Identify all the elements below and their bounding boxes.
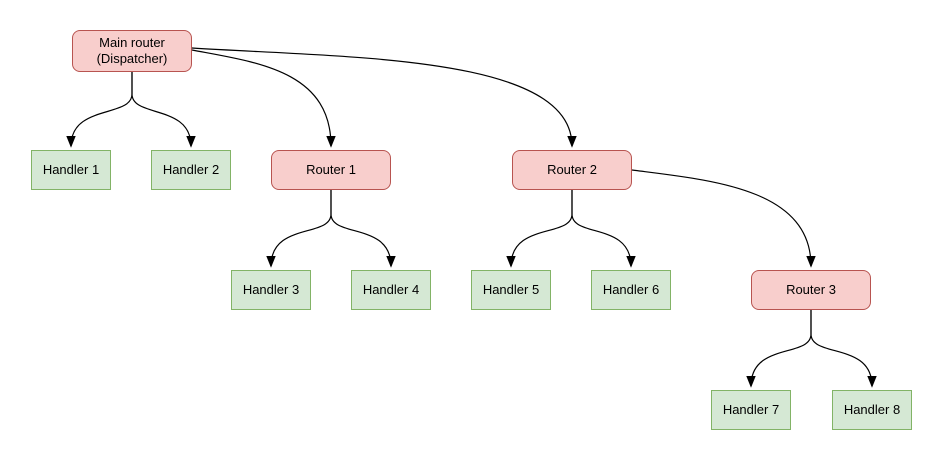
node-router-1: Router 1 [271,150,391,190]
edge-router-3-to-handler-8 [810,310,877,388]
node-handler-7: Handler 7 [711,390,791,430]
edge-router-2-to-router-3 [631,169,816,268]
handler-6-label: Handler 6 [602,281,660,297]
node-handler-3: Handler 3 [231,270,311,310]
handler-4-label: Handler 4 [362,281,420,297]
node-handler-4: Handler 4 [351,270,431,310]
edge-router-2-to-handler-5 [506,190,573,268]
edge-main-router-to-router-1 [191,49,336,148]
router-3-label: Router 3 [786,281,836,297]
edge-main-router-to-router-2 [191,47,577,148]
node-handler-8: Handler 8 [832,390,912,430]
edge-main-router-to-handler-2 [131,72,196,148]
edge-router-2-to-handler-6 [571,190,636,268]
node-router-3: Router 3 [751,270,871,310]
node-handler-6: Handler 6 [591,270,671,310]
edge-router-3-to-handler-7 [746,310,812,388]
node-router-2: Router 2 [512,150,632,190]
handler-1-label: Handler 1 [42,161,100,177]
node-handler-2: Handler 2 [151,150,231,190]
handler-5-label: Handler 5 [482,281,540,297]
node-handler-1: Handler 1 [31,150,111,190]
edge-main-router-to-handler-1 [66,72,133,148]
handler-8-label: Handler 8 [843,401,901,417]
handler-2-label: Handler 2 [162,161,220,177]
edge-router-1-to-handler-4 [330,190,396,268]
handler-3-label: Handler 3 [242,281,300,297]
main-router-label-line1: Main router [99,34,165,50]
router-1-label: Router 1 [306,161,356,177]
node-main-router: Main router (Dispatcher) [72,30,192,72]
node-handler-5: Handler 5 [471,270,551,310]
main-router-label-line2: (Dispatcher) [96,51,168,66]
handler-7-label: Handler 7 [722,401,780,417]
router-2-label: Router 2 [547,161,597,177]
edge-router-1-to-handler-3 [266,190,332,268]
